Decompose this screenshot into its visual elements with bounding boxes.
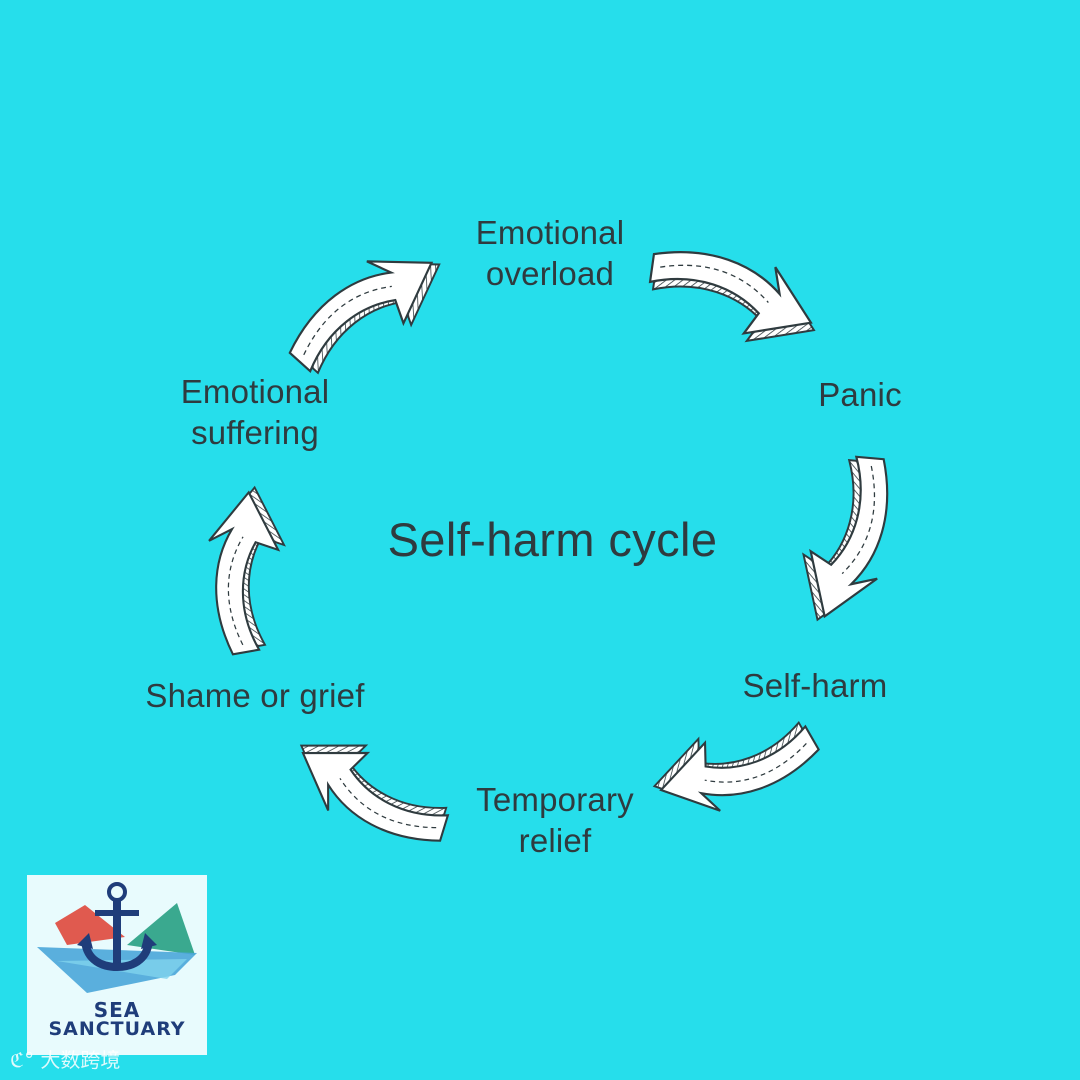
stage-emotional-overload: Emotional overload xyxy=(475,214,625,292)
sea-sanctuary-logo: SEA SANCTUARY xyxy=(27,875,207,1055)
stage-panic: Panic xyxy=(818,376,902,413)
stage-shame-or-grief: Shame or grief xyxy=(145,677,365,714)
stage-self-harm: Self-harm xyxy=(742,667,888,704)
arrow-self-harm-to-relief xyxy=(643,688,824,837)
logo-text-sea: SEA xyxy=(93,998,141,1022)
watermark: ℭ° 大数跨境 xyxy=(10,1044,120,1073)
anchor-icon xyxy=(37,882,197,993)
diagram-title: Self-harm cycle xyxy=(387,513,718,566)
logo-text-sanctuary: SANCTUARY xyxy=(48,1018,186,1040)
arrow-overload-to-panic xyxy=(642,245,824,352)
watermark-icon: ℭ° xyxy=(10,1048,35,1072)
watermark-text: 大数跨境 xyxy=(40,1048,121,1072)
arrow-panic-to-self-harm xyxy=(796,451,892,626)
arrow-relief-to-shame xyxy=(283,726,462,849)
stage-temporary-relief: Temporary relief xyxy=(476,781,634,859)
arrow-shame-to-suffering xyxy=(197,483,303,657)
stage-emotional-suffering: Emotional suffering xyxy=(180,373,330,451)
